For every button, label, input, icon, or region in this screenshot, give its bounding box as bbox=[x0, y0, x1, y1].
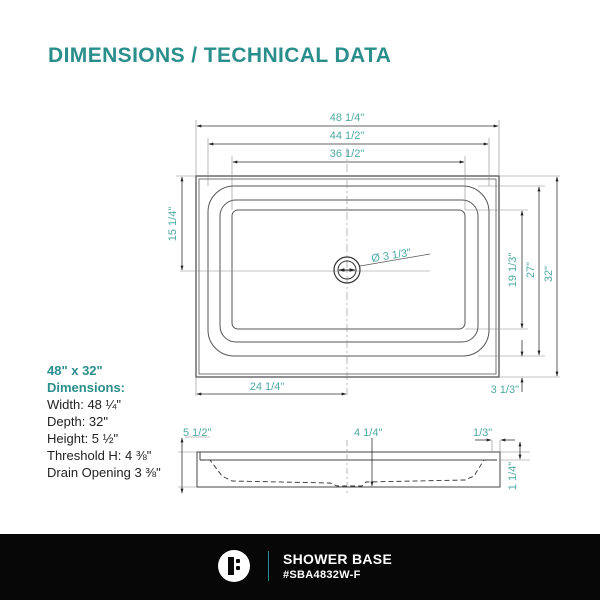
spec-list: 48" x 32" Dimensions: Width: 48 ¼" Depth… bbox=[47, 362, 161, 481]
dim-height: 5 1/2" bbox=[183, 427, 211, 439]
footer-banner: SHOWER BASE #SBA4832W-F bbox=[0, 534, 600, 600]
spec-size: 48" x 32" bbox=[47, 363, 103, 378]
top-view bbox=[180, 148, 500, 395]
spec-threshold: Threshold H: 4 ⅜" bbox=[47, 448, 152, 463]
dim-drain-height: 4 1/4" bbox=[354, 427, 382, 439]
dim-lip-width: 1/3" bbox=[473, 427, 492, 439]
brand-logo-icon bbox=[218, 550, 250, 582]
dim-width-mid: 44 1/2" bbox=[330, 130, 365, 142]
technical-drawing: 48 1/4" 44 1/2" 36 1/2" 15 1/4" Ø 3 1/3"… bbox=[167, 112, 560, 495]
footer-divider bbox=[268, 551, 269, 581]
spec-depth: Depth: 32" bbox=[47, 414, 108, 429]
dim-width-overall: 48 1/4" bbox=[330, 112, 365, 124]
dim-width-inner: 36 1/2" bbox=[330, 148, 365, 160]
dim-depth-overall: 32" bbox=[543, 266, 555, 282]
spec-heading: Dimensions: bbox=[47, 380, 126, 395]
spec-drain-opening: Drain Opening 3 ⅜" bbox=[47, 465, 161, 480]
dim-depth-mid: 27" bbox=[525, 262, 537, 278]
product-sku: #SBA4832W-F bbox=[283, 569, 361, 581]
side-view bbox=[196, 440, 501, 495]
dim-lip-height: 1 1/4" bbox=[507, 462, 519, 490]
dim-drain-offset-x: 24 1/4" bbox=[250, 381, 285, 393]
spec-width: Width: 48 ¼" bbox=[47, 397, 121, 412]
page-title: DIMENSIONS / TECHNICAL DATA bbox=[48, 44, 392, 67]
dim-threshold-offset: 3 1/3" bbox=[491, 384, 519, 396]
product-name: SHOWER BASE bbox=[283, 551, 393, 567]
dim-depth-inner: 19 1/3" bbox=[507, 253, 519, 288]
dim-drain-offset-y: 15 1/4" bbox=[167, 207, 179, 242]
dim-drain-diameter: Ø 3 1/3" bbox=[371, 247, 412, 265]
spec-height: Height: 5 ½" bbox=[47, 431, 119, 446]
